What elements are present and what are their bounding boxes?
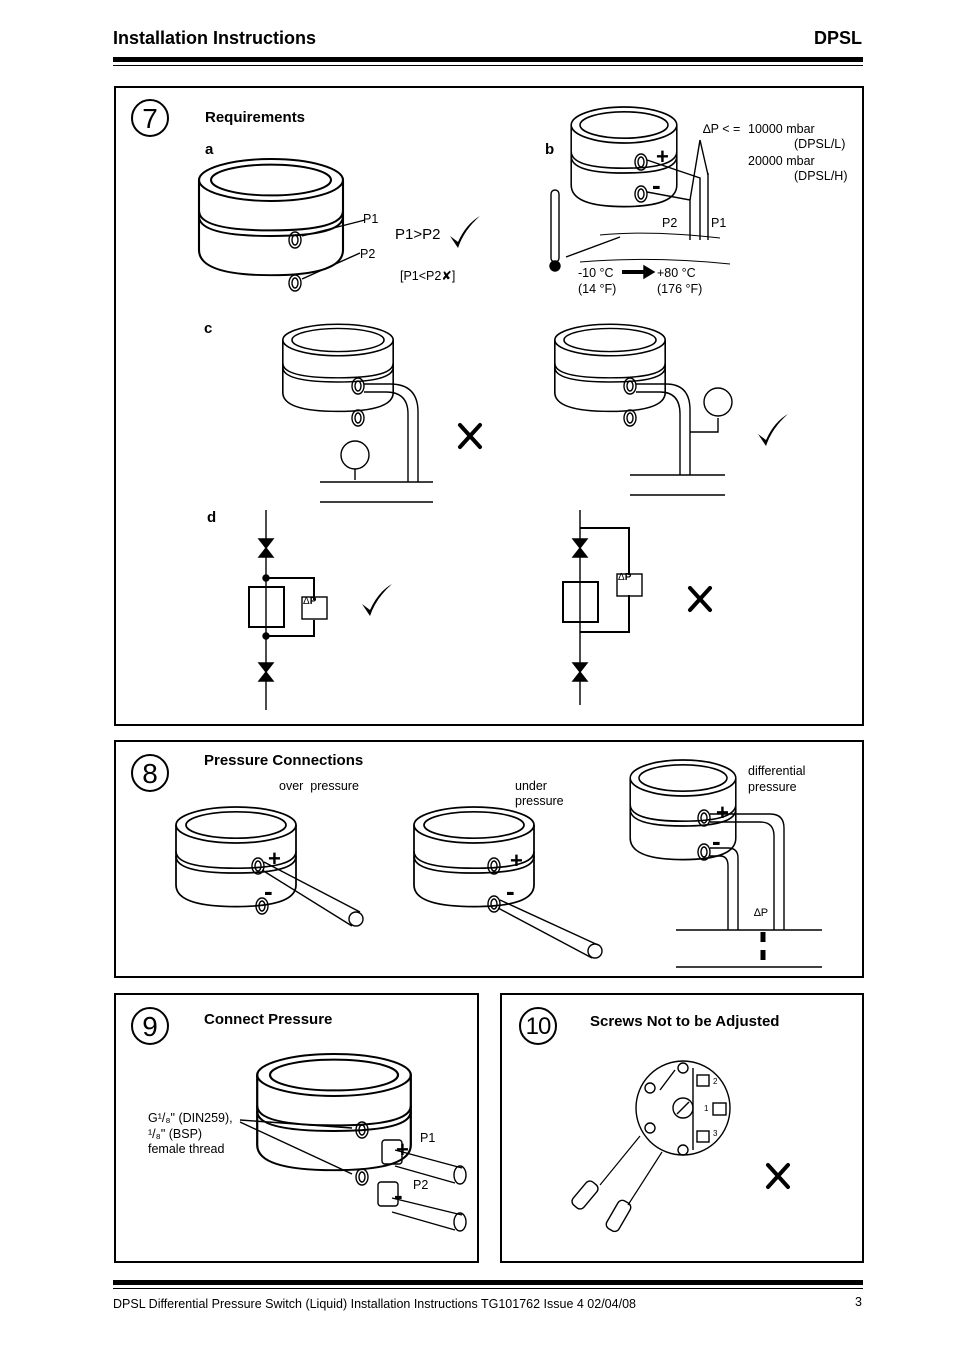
model-dpsl-h: (DPSL/H) (794, 169, 848, 183)
section-number-8: 8 (131, 754, 169, 792)
section-title-7: Requirements (205, 109, 306, 126)
footer-rule-thin (113, 1288, 863, 1289)
minus-sign: - (506, 876, 515, 906)
model-dpsl-l: (DPSL/L) (794, 137, 846, 151)
footer-rule (113, 1280, 863, 1285)
plus-sign: + (656, 144, 669, 169)
subfigure-b-label: b (545, 141, 555, 158)
section-8-panel (114, 740, 864, 978)
cross-mark-10 (766, 1163, 790, 1189)
temp-max-f: (176 °F) (657, 282, 703, 296)
dp-label: ∆P < = (703, 122, 741, 136)
label-p1-b: P1 (711, 216, 727, 230)
plus-sign: + (510, 848, 523, 873)
check-mark-7d (361, 583, 393, 617)
section-number-7: 7 (131, 99, 169, 137)
temp-max: +80 °C (657, 266, 696, 280)
differential-pressure-label-1: differential (748, 764, 806, 778)
section-number-10: 10 (519, 1007, 557, 1045)
under-pressure-label-1: under (515, 779, 547, 793)
header-rule (113, 57, 863, 62)
plus-sign: + (716, 800, 729, 825)
product-code: DPSL (813, 28, 862, 48)
dp-label-8: ∆P (754, 907, 769, 919)
cross-mark-7d (688, 586, 712, 612)
label-p2-b: P2 (662, 216, 678, 230)
label-p1: P1 (363, 212, 379, 226)
label-p2: P2 (360, 247, 376, 261)
minus-sign: - (712, 826, 721, 856)
minus-sign: - (264, 876, 273, 906)
thread-spec-din: G¹/₈" (DIN259), (148, 1111, 233, 1125)
minus-sign: - (652, 170, 661, 200)
header-rule-thin (113, 65, 863, 66)
screw-number-2: 2 (713, 1077, 718, 1086)
cross-mark-7c (458, 423, 482, 449)
under-pressure-label-2: pressure (515, 794, 564, 808)
page-title: Installation Instructions (113, 28, 317, 48)
dp-box-label-right: ΔP (618, 572, 632, 583)
label-p1-9: P1 (420, 1131, 436, 1145)
subfigure-a-label: a (205, 141, 214, 158)
minus-sign: - (394, 1180, 403, 1210)
condition-label: P1>P2 (395, 226, 441, 243)
section-number-9: 9 (131, 1007, 169, 1045)
page-number: 3 (855, 1295, 862, 1309)
section-title-10: Screws Not to be Adjusted (590, 1013, 780, 1030)
subfigure-c-label: c (204, 320, 213, 337)
differential-pressure-label-2: pressure (748, 780, 797, 794)
plus-sign: + (396, 1137, 409, 1162)
temp-min-f: (14 °F) (578, 282, 617, 296)
temp-min: -10 °C (578, 266, 614, 280)
section-9-panel (114, 993, 479, 1263)
subfigure-d-label: d (207, 509, 217, 526)
label-p2-9: P2 (413, 1178, 429, 1192)
range-dpsl-l: 10000 mbar (748, 122, 815, 136)
range-dpsl-h: 20000 mbar (748, 154, 815, 168)
screw-number-1: 1 (704, 1104, 709, 1113)
section-title-9: Connect Pressure (204, 1011, 333, 1028)
check-mark-7c (757, 413, 789, 447)
dp-box-label-left: ΔP (303, 596, 317, 607)
footer-text: DPSL Differential Pressure Switch (Liqui… (113, 1297, 636, 1311)
screw-number-3: 3 (713, 1129, 718, 1138)
plus-sign: + (268, 846, 281, 871)
over-pressure-label: over pressure (279, 779, 359, 793)
section-10-panel (500, 993, 864, 1263)
check-mark-7a (449, 215, 481, 249)
wrong-condition-label: [P1<P2✘] (400, 269, 456, 283)
section-title-8: Pressure Connections (204, 752, 364, 769)
section-7-panel (114, 86, 864, 726)
thread-spec-bsp: ¹/₈" (BSP) (148, 1127, 203, 1141)
thread-type: female thread (148, 1142, 225, 1156)
